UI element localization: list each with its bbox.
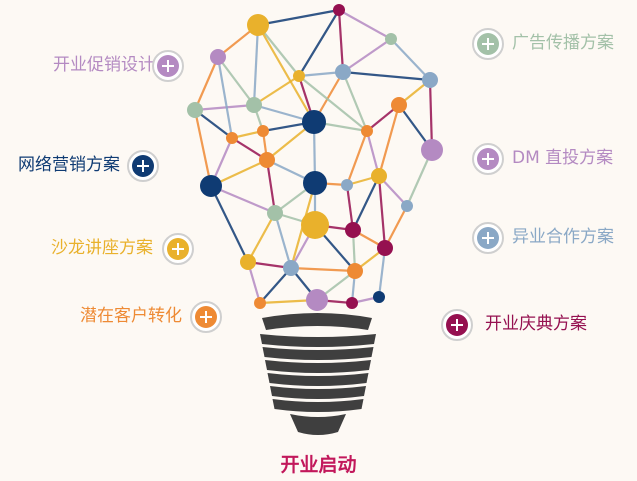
network-edge [265, 159, 277, 214]
network-edge [193, 109, 213, 187]
label-guanggao-chuanbo: 广告传播方案 [512, 33, 614, 53]
network-node [422, 72, 438, 88]
bulb-thread [265, 360, 371, 373]
network-node [373, 291, 385, 303]
network-edge [352, 175, 380, 231]
network-edge [216, 56, 234, 139]
network-edge [377, 104, 401, 177]
network-nodes [187, 4, 443, 311]
network-edge [193, 56, 220, 111]
plus-icon[interactable] [190, 301, 222, 333]
network-edge [194, 103, 255, 112]
network-node [187, 102, 203, 118]
bulb-thread [270, 386, 366, 399]
network-edge [247, 212, 276, 263]
network-edge [298, 75, 368, 132]
network-edge [345, 130, 369, 186]
network-edge [377, 175, 387, 249]
network-node [377, 240, 393, 256]
network-node [293, 70, 305, 82]
network-edge [257, 8, 340, 27]
diagram-title: 开业启动 [280, 454, 357, 476]
bulb-thread [262, 347, 374, 360]
network-edge [341, 71, 369, 132]
network-edge [252, 24, 260, 106]
network-node [401, 200, 413, 212]
plus-icon[interactable] [472, 222, 504, 254]
network-node [391, 97, 407, 113]
plus-icon[interactable] [472, 143, 504, 175]
network-edge [298, 9, 340, 77]
bulb-thread [260, 334, 376, 347]
network-node [335, 64, 351, 80]
network-node [226, 132, 238, 144]
bulb-neck [262, 313, 372, 330]
network-node [257, 125, 269, 137]
network-edge [377, 247, 387, 298]
plus-icon[interactable] [472, 28, 504, 60]
network-edge [337, 9, 345, 73]
network-node [346, 297, 358, 309]
network-node [303, 171, 327, 195]
network-node [371, 168, 387, 184]
network-node [246, 97, 262, 113]
network-node [345, 222, 361, 238]
plus-icon[interactable] [162, 233, 194, 265]
network-edges [193, 8, 434, 305]
network-node [283, 260, 299, 276]
label-dm-toufang: DM 直投方案 [512, 148, 614, 168]
label-wangluo-yingxiao: 网络营销方案 [18, 155, 120, 175]
network-edge [342, 70, 431, 82]
network-node [347, 263, 363, 279]
network-edge [390, 38, 431, 81]
network-edge [428, 79, 434, 151]
network-edge [210, 184, 276, 215]
network-edge [290, 266, 356, 273]
network-node [240, 254, 256, 270]
plus-icon[interactable] [441, 309, 473, 341]
plus-icon[interactable] [127, 150, 159, 182]
network-edge [273, 212, 293, 269]
network-edge [210, 185, 249, 263]
network-node [267, 205, 283, 221]
network-edge [217, 56, 255, 106]
label-kaiye-qingdian: 开业庆典方案 [485, 314, 587, 334]
network-edge [342, 38, 392, 73]
network-node [341, 179, 353, 191]
network-node [259, 152, 275, 168]
bulb-thread [272, 399, 364, 412]
network-node [306, 289, 328, 311]
label-kaiye-cuxiao: 开业促销设计 [53, 55, 155, 75]
network-edge [257, 24, 315, 123]
network-edge [253, 75, 300, 106]
label-yiye-hezuo: 异业合作方案 [512, 227, 614, 247]
network-node [361, 125, 373, 137]
network-node [247, 14, 269, 36]
label-shalong-jiangzuo: 沙龙讲座方案 [51, 238, 153, 258]
network-node [254, 297, 266, 309]
label-qianzai-kehu: 潜在客户转化 [80, 306, 182, 326]
bulb-thread [267, 373, 369, 386]
network-node [210, 49, 226, 65]
network-node [421, 139, 443, 161]
network-node [385, 33, 397, 45]
network-node [200, 175, 222, 197]
bulb-screw-base [260, 313, 376, 435]
plus-icon[interactable] [152, 50, 184, 82]
network-node [333, 4, 345, 16]
network-node [302, 110, 326, 134]
bulb-tip [290, 414, 346, 435]
network-edge [338, 9, 392, 40]
network-node [301, 211, 329, 239]
